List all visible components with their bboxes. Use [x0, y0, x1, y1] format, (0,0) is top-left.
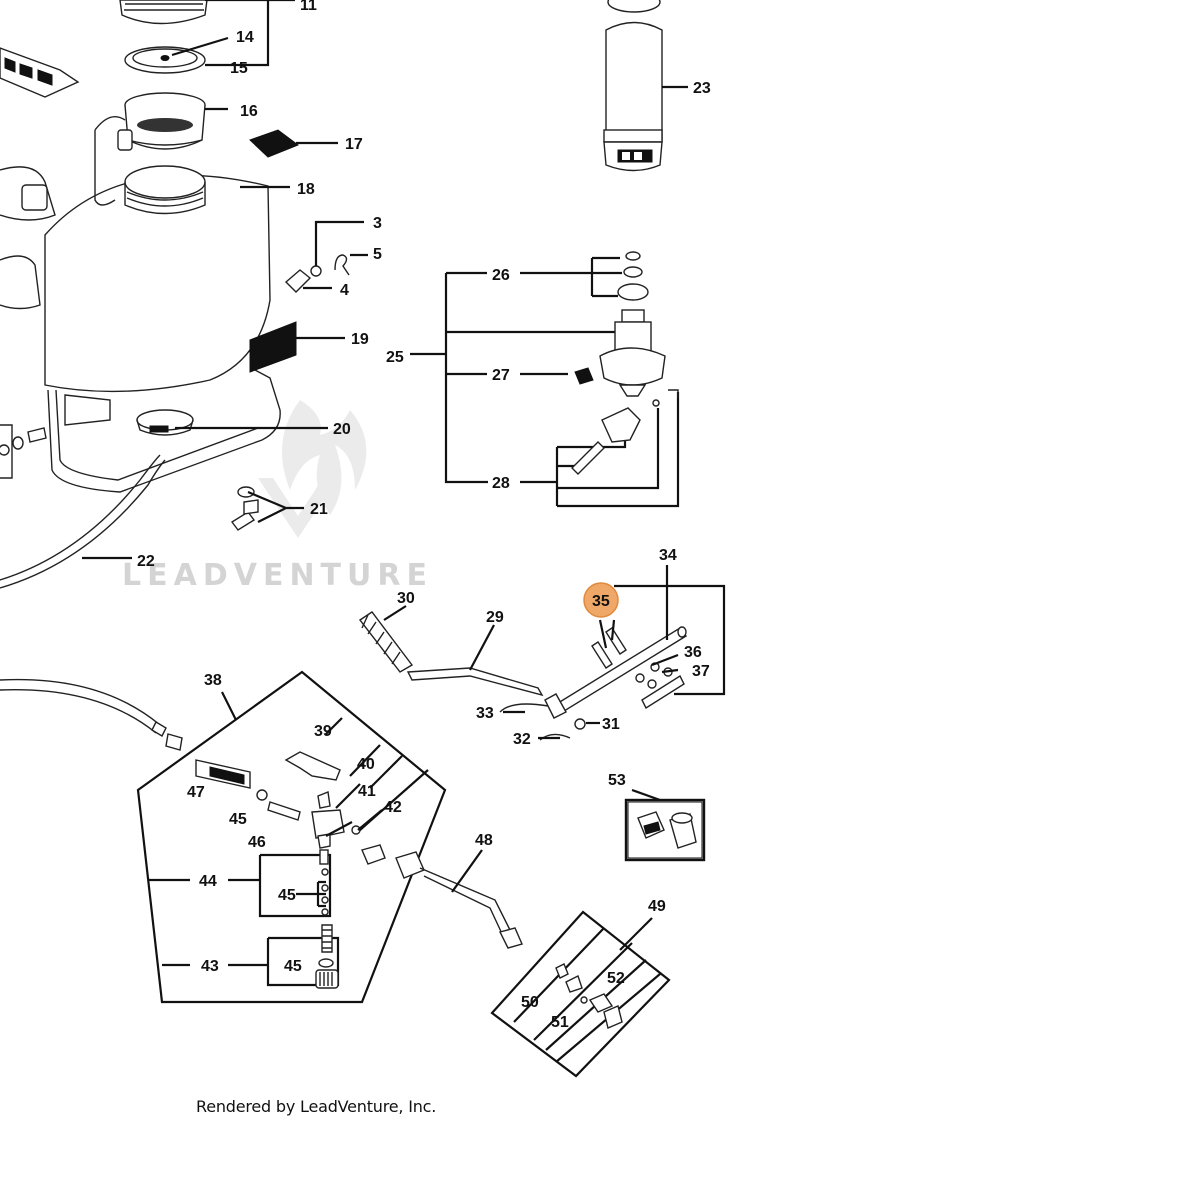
callout-26[interactable]: 26	[492, 267, 510, 284]
callout-30[interactable]: 30	[397, 590, 415, 607]
callout-labels: 11 14 15 16 17 18 3 5 4 19 20 21 22 23 2…	[137, 0, 711, 1031]
callout-19[interactable]: 19	[351, 331, 369, 348]
callout-23[interactable]: 23	[693, 80, 711, 97]
callout-29[interactable]: 29	[486, 609, 504, 626]
handle-assembly	[358, 565, 726, 741]
callout-35[interactable]: 35	[592, 593, 610, 610]
callout-34[interactable]: 34	[659, 547, 677, 564]
callout-3[interactable]: 3	[373, 215, 382, 232]
tank-leaders	[82, 0, 368, 560]
callout-11[interactable]: 11	[300, 0, 317, 14]
callout-21[interactable]: 21	[310, 501, 328, 518]
callout-41[interactable]: 41	[358, 783, 376, 800]
tip-box	[624, 788, 706, 862]
callout-33[interactable]: 33	[476, 705, 494, 722]
lance	[361, 844, 523, 949]
callout-45a[interactable]: 45	[229, 811, 247, 828]
callout-42[interactable]: 42	[384, 799, 402, 816]
callout-28[interactable]: 28	[492, 475, 510, 492]
callout-44[interactable]: 44	[199, 873, 217, 890]
callout-45b[interactable]: 45	[278, 887, 296, 904]
callout-17[interactable]: 17	[345, 136, 363, 153]
callout-46[interactable]: 46	[248, 834, 266, 851]
callout-48[interactable]: 48	[475, 832, 493, 849]
callout-52[interactable]: 52	[607, 970, 625, 987]
callout-27[interactable]: 27	[492, 367, 510, 384]
callout-40[interactable]: 40	[357, 756, 375, 773]
tank-cap	[119, 0, 208, 25]
tank-assembly	[0, 0, 350, 589]
callout-39[interactable]: 39	[314, 723, 332, 740]
callout-31[interactable]: 31	[602, 716, 620, 733]
callout-49[interactable]: 49	[648, 898, 666, 915]
callout-25[interactable]: 25	[386, 349, 404, 366]
callout-15[interactable]: 15	[230, 60, 248, 77]
trigger-assembly	[0, 670, 447, 1004]
watermark-text: LEADVENTURE	[122, 558, 433, 593]
callout-43[interactable]: 43	[201, 958, 219, 975]
callout-53[interactable]: 53	[608, 772, 626, 789]
callout-18[interactable]: 18	[297, 181, 315, 198]
callout-20[interactable]: 20	[333, 421, 351, 438]
callout-5[interactable]: 5	[373, 246, 382, 263]
pump-cylinder	[603, 0, 688, 172]
callout-14[interactable]: 14	[236, 29, 254, 46]
footer-credit: Rendered by LeadVenture, Inc.	[196, 1097, 437, 1116]
callout-38[interactable]: 38	[204, 672, 222, 689]
nozzle-kit	[490, 910, 671, 1078]
callout-4[interactable]: 4	[340, 282, 349, 299]
callout-47[interactable]: 47	[187, 784, 205, 801]
callout-22[interactable]: 22	[137, 553, 155, 570]
callout-51[interactable]: 51	[551, 1014, 569, 1031]
callout-32[interactable]: 32	[513, 731, 531, 748]
highlight-marker	[583, 582, 619, 618]
callout-45c[interactable]: 45	[284, 958, 302, 975]
callout-37[interactable]: 37	[692, 663, 710, 680]
callout-16[interactable]: 16	[240, 103, 258, 120]
callout-36[interactable]: 36	[684, 644, 702, 661]
valve-group	[410, 251, 680, 508]
callout-50[interactable]: 50	[521, 994, 539, 1011]
